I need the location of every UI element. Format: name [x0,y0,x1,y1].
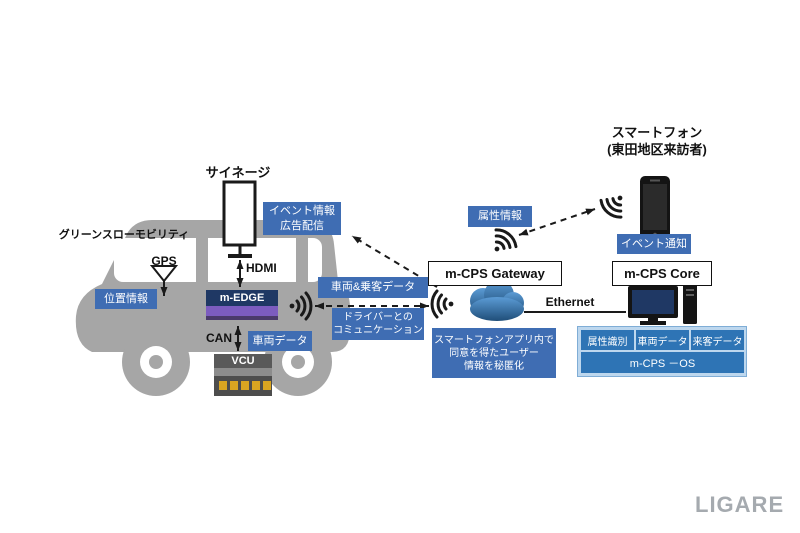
core-title-box: m-CPS Core [612,261,712,286]
hdmi-label: HDMI [246,261,277,275]
gps-antenna-icon [149,265,179,296]
signage-monitor-icon [222,180,257,258]
event-ad-line1: イベント情報 [269,205,335,218]
cloud-icon [470,280,524,321]
anonymize-line3: 情報を秘匿化 [464,360,524,372]
vcu-device-label: VCU [231,355,255,367]
smartphone-title-line1: スマートフォン [611,125,703,140]
panel-vehicle-box: 車両データ [636,330,689,350]
vehicle-passenger-data-box: 車両&乗客データ [318,277,428,298]
m-edge-device-label: m-EDGE [219,292,265,304]
vehicle-data-box: 車両データ [248,331,312,351]
mobility-label: グリーンスローモビリティ [58,229,190,241]
can-label: CAN [206,331,232,345]
anonymize-line1: スマートフォンアプリ内で [434,334,554,346]
desktop-pc-icon [628,284,697,325]
event-ad-box: イベント情報 広告配信 [263,202,341,235]
ligare-watermark: LIGARE [695,492,785,517]
vcu-device-icon [214,354,272,396]
wifi-icon-m-edge [289,291,313,321]
wifi-icon-gateway-top [494,228,518,252]
wifi-icon-smartphone [599,195,623,219]
panel-visitor-box: 来客データ [691,330,744,350]
wifi-icon-gateway-left [430,289,454,319]
event-notify-box: イベント通知 [617,234,691,254]
event-ad-line2: 広告配信 [280,219,324,232]
anonymize-box: スマートフォンアプリ内で 同意を得たユーザー 情報を秘匿化 [432,328,556,378]
attribute-info-box: 属性情報 [468,206,532,227]
driver-comm-box: ドライバーとの コミュニケーション [332,308,424,340]
smartphone-title-line2: (東田地区来訪者) [607,142,707,157]
ethernet-label: Ethernet [545,295,595,309]
gps-label: GPS [151,254,177,268]
anonymize-line2: 同意を得たユーザー [449,347,539,359]
panel-os-box: m-CPS －OS [581,352,744,373]
signage-label: サイネージ [205,165,271,180]
location-info-box: 位置情報 [95,289,157,309]
arrow-gateway-phone [518,208,596,236]
driver-comm-line1: ドライバーとの [343,312,413,323]
panel-attr-box: 属性識別 [581,330,634,350]
driver-comm-line2: コミュニケーション [333,325,423,336]
gateway-title-box: m-CPS Gateway [428,261,562,286]
smartphone-icon [640,176,670,240]
m-edge-device-icon [206,290,278,320]
vehicle-silhouette-icon [75,220,351,396]
